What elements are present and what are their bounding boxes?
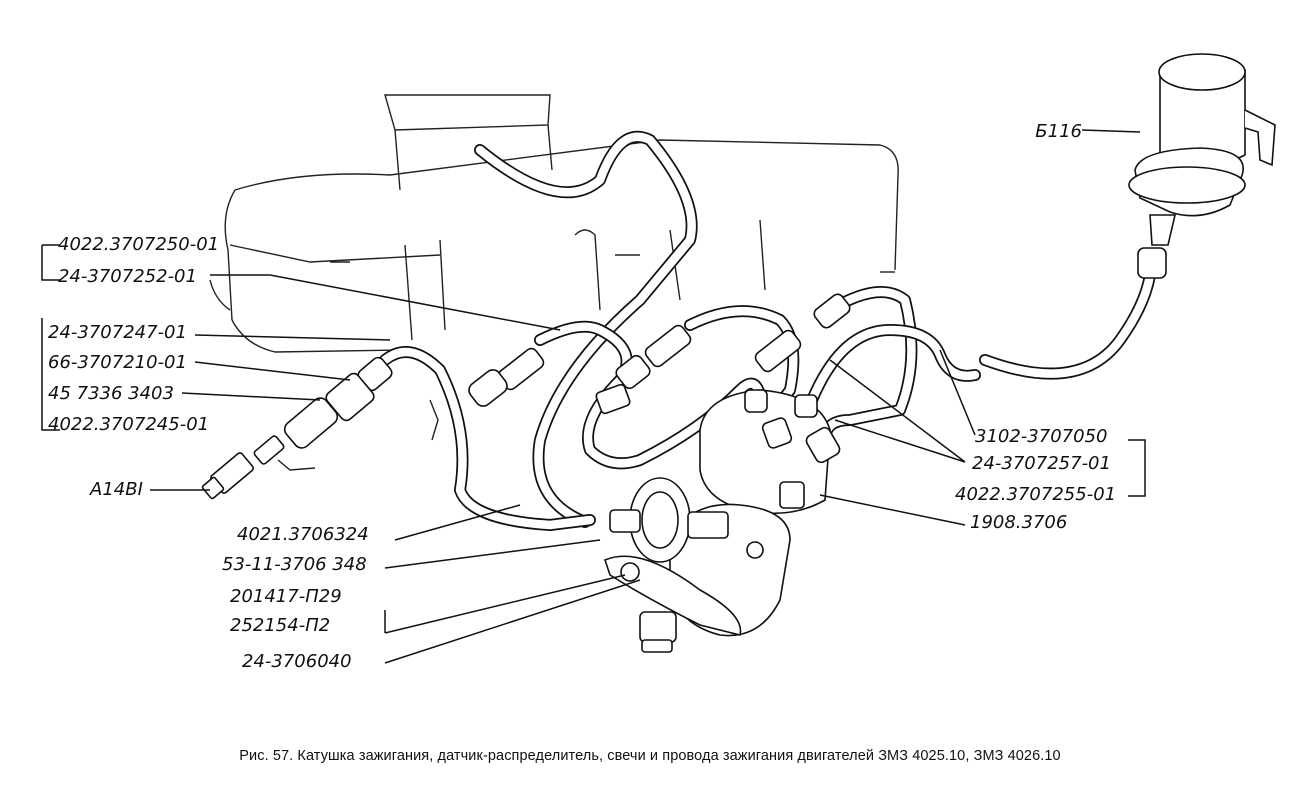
label-wire-252: 24-3707252-01: [58, 266, 197, 287]
figure-caption: Рис. 57. Катушка зажигания, датчик-распр…: [239, 748, 1061, 764]
engine-block-outline: [209, 94, 899, 441]
label-wire-255: 4022.3707255-01: [955, 484, 1116, 505]
label-tip-245: 4022.3707245-01: [48, 414, 209, 435]
wire-boots: [468, 293, 851, 415]
label-bolt-29: 201417-П29: [230, 586, 342, 607]
label-hose-324: 4021.3706324: [237, 524, 369, 545]
ignition-coil: [1128, 53, 1276, 279]
spark-plug-assembly: [201, 356, 393, 500]
distributor-body: [604, 389, 841, 653]
label-cap-set: 4022.3707250-01: [58, 234, 219, 255]
label-wire-247: 24-3707247-01: [48, 322, 187, 343]
label-spark-plug: А14ВI: [89, 479, 143, 500]
label-hose-348: 53-11-3706 348: [222, 554, 367, 575]
ignition-wires: [379, 269, 1156, 531]
label-wire-050: 3102-3707050: [975, 426, 1107, 447]
part-labels: Б116 4022.3707250-01 24-3707252-01 24-37…: [48, 121, 1116, 672]
leader-lines: [41, 129, 1146, 664]
label-tip-3403: 45 7336 3403: [48, 383, 174, 404]
label-washer-2: 252154-П2: [230, 615, 330, 636]
label-clamp-040: 24-3706040: [242, 651, 352, 672]
label-wire-257: 24-3707257-01: [972, 453, 1111, 474]
label-tip-210: 66-3707210-01: [48, 352, 187, 373]
vacuum-hose: [474, 130, 698, 528]
label-coil: Б116: [1035, 121, 1082, 142]
label-distributor: 1908.3706: [970, 512, 1067, 533]
